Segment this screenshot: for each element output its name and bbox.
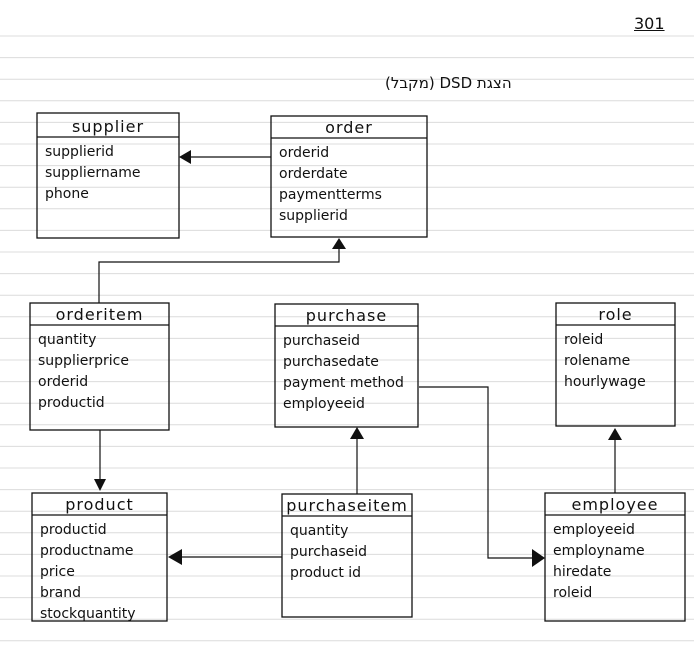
entity-attribute: price: [40, 564, 75, 580]
entity-attribute: roleid: [564, 332, 603, 348]
entity-box: [555, 302, 676, 427]
entity-box: [274, 303, 419, 428]
entity-attribute: roleid: [553, 585, 592, 601]
entity-attribute: quantity: [38, 332, 96, 348]
entity-title: role: [598, 305, 632, 324]
entity-role: role roleid rolename hourlywage: [555, 302, 676, 427]
entity-title: supplier: [72, 117, 144, 136]
entity-attribute: paymentterms: [279, 187, 382, 203]
rel-purchase-employee-line: [419, 386, 532, 559]
entity-attribute: supplierid: [45, 144, 114, 160]
entity-attribute: productname: [40, 543, 134, 559]
entity-attribute: rolename: [564, 353, 630, 369]
entity-attribute: purchasedate: [283, 354, 379, 370]
arrow-head-icon: [94, 479, 106, 491]
entity-attribute: suppliername: [45, 165, 141, 181]
entity-product: product productid productname price brand sto…: [31, 492, 168, 622]
arrow-head-icon: [179, 150, 191, 164]
entity-purchase: purchase purchaseid purchasedate payment me…: [274, 303, 419, 428]
entity-employee: employee employeeid employname hiredate role…: [544, 492, 686, 622]
entity-box: [29, 302, 170, 431]
entity-attribute: hiredate: [553, 564, 611, 580]
entity-attribute: supplierid: [279, 208, 348, 224]
entity-attribute: supplierprice: [38, 353, 129, 369]
entity-attribute: hourlywage: [564, 374, 646, 390]
arrow-head-icon: [608, 428, 622, 440]
entity-attribute: quantity: [290, 523, 348, 539]
entity-title: product: [65, 495, 134, 514]
entity-box: [36, 112, 180, 239]
arrow-head-icon: [532, 549, 545, 567]
entity-title: orderitem: [56, 305, 144, 324]
rel-orderitem-order-line: [98, 248, 340, 303]
entity-attribute: payment method: [283, 375, 404, 391]
entity-order: order orderid orderdate paymentterms supplie…: [270, 115, 428, 238]
entity-purchaseitem: purchaseitem quantity purchaseid product id: [281, 493, 413, 618]
entity-title: purchaseitem: [286, 496, 408, 515]
entity-box: [544, 492, 686, 622]
entity-attribute: brand: [40, 585, 81, 601]
entity-box: [270, 115, 428, 238]
arrow-head-icon: [350, 427, 364, 439]
page-number: 301: [634, 14, 665, 33]
entity-box: [281, 493, 413, 618]
entity-attribute: orderid: [38, 374, 88, 390]
entity-attribute: purchaseid: [283, 333, 360, 349]
entity-orderitem: orderitem quantity supplierprice orderid pro…: [29, 302, 170, 431]
entity-title: purchase: [306, 306, 387, 325]
entity-attribute: orderid: [279, 145, 329, 161]
entity-attribute: phone: [45, 186, 89, 202]
page-heading: הצגת DSD (מקבל): [385, 74, 512, 92]
entity-attribute: stockquantity: [40, 606, 136, 622]
entity-attribute: orderdate: [279, 166, 348, 182]
entity-attribute: productid: [40, 522, 107, 538]
entity-attribute: employeeid: [553, 522, 635, 538]
entity-box: [31, 492, 168, 622]
arrow-head-icon: [332, 238, 346, 249]
entity-attribute: purchaseid: [290, 544, 367, 560]
entity-attribute: employeeid: [283, 396, 365, 412]
arrow-head-icon: [168, 549, 182, 565]
entity-attribute: productid: [38, 395, 105, 411]
entity-title: employee: [572, 495, 659, 514]
entity-attribute: employname: [553, 543, 645, 559]
entity-supplier: supplier supplierid suppliername phone: [36, 112, 180, 239]
entity-title: order: [325, 118, 373, 137]
entity-attribute: product id: [290, 565, 361, 581]
